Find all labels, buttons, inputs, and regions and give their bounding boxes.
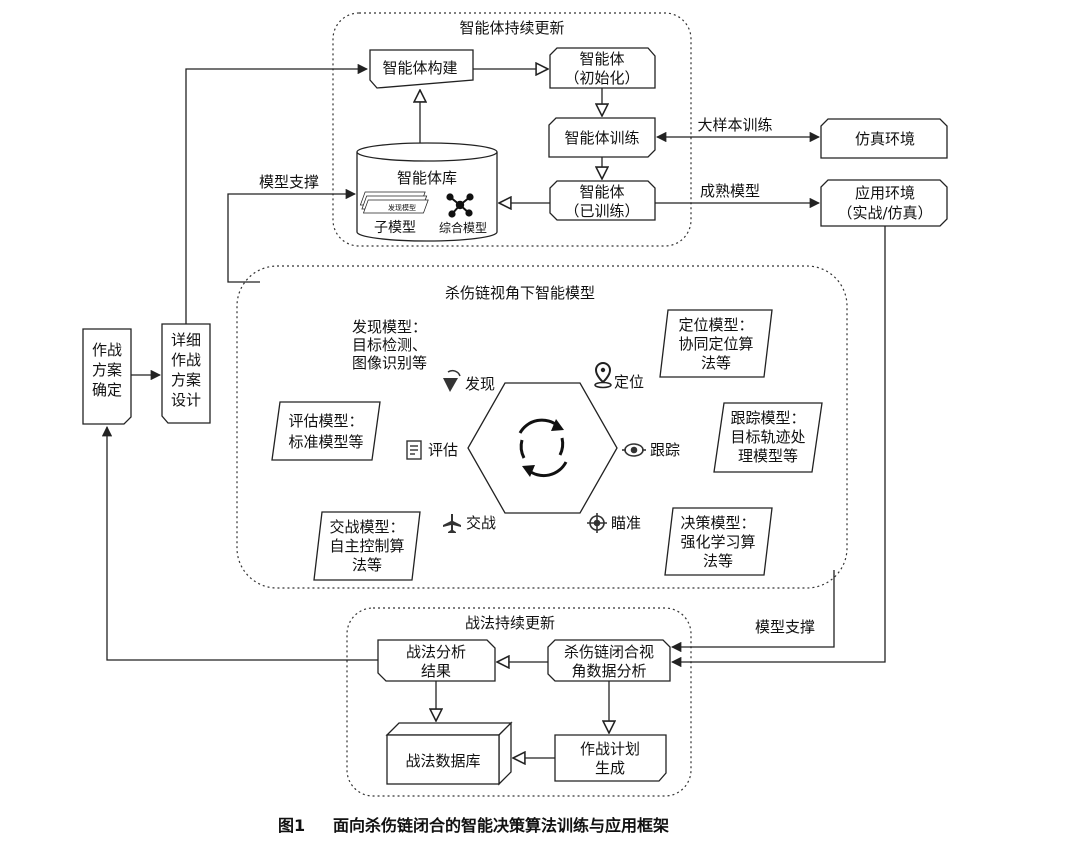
agent-trained-node [549, 180, 656, 221]
killchain-model-region [236, 265, 848, 589]
engage-model-line-2: 自主控制算 [329, 537, 404, 555]
discover-model-line-2: 目标检测、 [352, 336, 427, 354]
assess-model-line-1: 评估模型： [288, 412, 363, 430]
agent-init-label-1: 智能体 [579, 50, 624, 68]
tactics-db-label: 战法数据库 [405, 752, 480, 770]
track-model-line-3: 理模型等 [738, 447, 798, 465]
edges [101, 69, 886, 758]
battle-plan-node [82, 328, 132, 425]
track-model-box [713, 402, 823, 473]
battle-plan-label-2: 方案 [92, 361, 122, 379]
detail-design-node [161, 323, 211, 424]
agent-build-node [369, 49, 474, 89]
closed-loop-label-2: 角数据分析 [571, 662, 646, 680]
locate-model-box [659, 309, 773, 378]
sub-model-card-label: 发现模型 [388, 203, 416, 212]
discover-model-line-3: 图像识别等 [352, 354, 427, 372]
decide-model-line-2: 强化学习算 [680, 533, 755, 551]
track-model-line-1: 跟踪模型： [730, 409, 805, 427]
agent-library-node [356, 142, 498, 242]
composite-model-label: 综合模型 [439, 220, 487, 235]
engage-stage-label: 交战 [466, 514, 496, 532]
agent-train-label: 智能体训练 [564, 129, 639, 147]
app-env-node [820, 179, 948, 227]
assess-model-line-2: 标准模型等 [288, 433, 363, 451]
decide-model-line-3: 法等 [703, 552, 733, 570]
sim-env-node [820, 118, 948, 159]
aim-stage-label: 瞄准 [611, 514, 641, 532]
figure-caption-number: 图1 [278, 816, 305, 835]
tactics-result-node [377, 639, 496, 682]
agent-library-label: 智能体库 [397, 169, 457, 187]
tactics-db-node [385, 721, 513, 786]
airplane-icon [443, 514, 461, 533]
agent-build-label: 智能体构建 [382, 59, 457, 77]
sub-model-stack-icon [359, 191, 429, 214]
locate-model-line-1: 定位模型： [678, 316, 753, 334]
tactics-result-label-2: 结果 [421, 662, 451, 680]
location-pin-icon [594, 362, 612, 389]
model-support-bottom-label: 模型支撑 [755, 618, 815, 636]
crosshair-icon [587, 513, 607, 533]
sub-model-label: 子模型 [374, 220, 416, 236]
mature-model-label: 成熟模型 [700, 182, 760, 200]
figure-caption-text: 面向杀伤链闭合的智能决策算法训练与应用框架 [333, 816, 669, 835]
track-stage-label: 跟踪 [650, 441, 680, 459]
decide-model-box [664, 507, 773, 576]
tactics-update-region [346, 607, 692, 797]
discover-model-line-1: 发现模型： [352, 318, 427, 336]
battle-plan-label-3: 确定 [92, 381, 122, 399]
discover-icon [443, 369, 461, 392]
app-env-label-1: 应用环境 [855, 184, 915, 202]
cycle-arrowheads [522, 419, 564, 477]
battle-plan-label-1: 作战 [92, 341, 122, 359]
closed-loop-label-1: 杀伤链闭合视 [564, 643, 654, 661]
agent-trained-label-1: 智能体 [579, 183, 624, 201]
plan-gen-label-1: 作战计划 [580, 740, 640, 758]
agent-trained-label-2: （已训练） [564, 202, 639, 220]
detail-design-label-4: 设计 [171, 391, 201, 409]
sim-env-label: 仿真环境 [855, 130, 915, 148]
assess-document-icon [406, 440, 422, 460]
engage-model-line-3: 法等 [352, 556, 382, 574]
discover-stage-label: 发现 [465, 375, 495, 393]
engage-model-box [313, 511, 421, 581]
composite-model-icon [446, 193, 474, 218]
tactics-result-label-1: 战法分析 [406, 643, 466, 661]
engage-model-line-1: 交战模型： [329, 518, 404, 536]
app-env-label-2: （实战/仿真） [837, 204, 932, 222]
plan-gen-node [554, 734, 667, 782]
track-icon [622, 443, 646, 457]
locate-stage-label: 定位 [614, 373, 644, 391]
assess-stage-label: 评估 [428, 441, 458, 459]
decide-model-line-1: 决策模型： [680, 514, 755, 532]
assess-model-box [271, 401, 381, 461]
plan-gen-label-2: 生成 [595, 759, 625, 777]
tactics-update-title: 战法持续更新 [465, 614, 555, 632]
detail-design-label-2: 作战 [171, 351, 201, 369]
large-sample-training-label: 大样本训练 [697, 116, 772, 134]
track-model-line-2: 目标轨迹处 [730, 428, 805, 446]
agent-update-title: 智能体持续更新 [459, 19, 564, 37]
killchain-model-title: 杀伤链视角下智能模型 [445, 284, 595, 302]
agent-train-node [548, 117, 656, 158]
locate-model-line-3: 法等 [701, 354, 731, 372]
agent-init-node [549, 47, 656, 89]
agent-update-region [332, 12, 692, 247]
detail-design-label-1: 详细 [171, 331, 201, 349]
agent-init-label-2: （初始化） [564, 69, 639, 87]
detail-design-label-3: 方案 [171, 371, 201, 389]
killchain-hexagon [467, 382, 618, 514]
cycle-icon [518, 418, 568, 478]
locate-model-line-2: 协同定位算 [678, 335, 753, 353]
closed-loop-node [547, 639, 671, 682]
model-support-top-label: 模型支撑 [259, 173, 319, 191]
